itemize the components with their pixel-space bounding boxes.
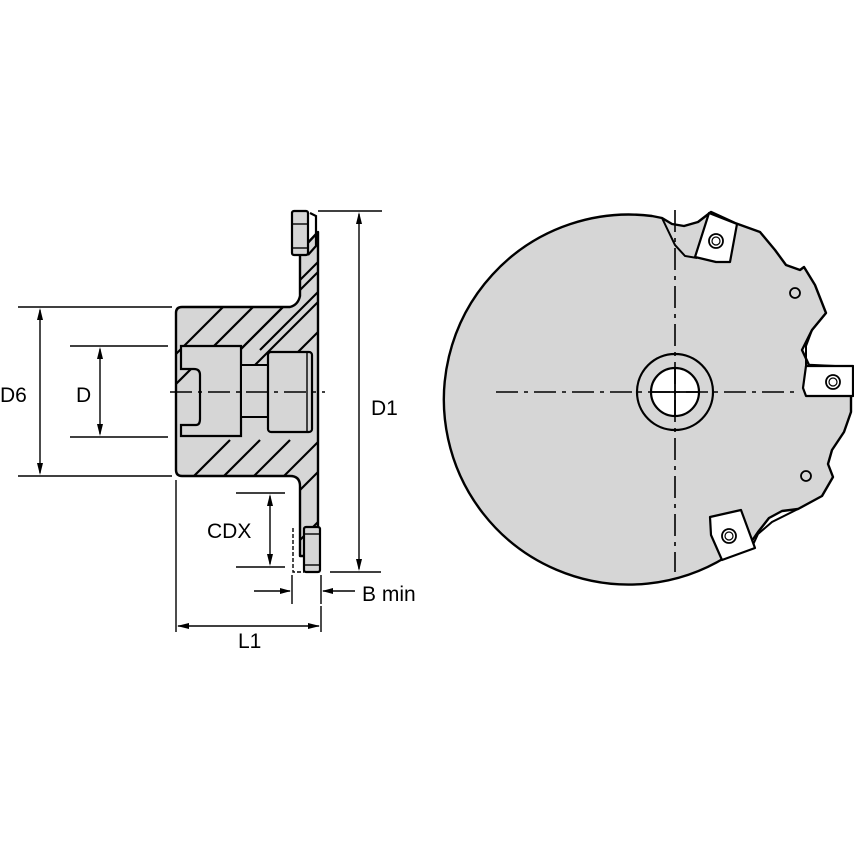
coolant-hole-upper — [789, 287, 801, 299]
gullet-bottom — [751, 508, 799, 548]
dim-cdx: CDX — [207, 492, 285, 568]
label-d: D — [76, 384, 91, 407]
label-cdx: CDX — [207, 520, 251, 543]
front-insert-top — [693, 211, 739, 264]
dim-d: D — [70, 345, 168, 438]
front-insert-right — [801, 364, 854, 398]
side-view: D6 D D1 CDX — [0, 209, 416, 653]
bore-neck — [240, 364, 269, 418]
dim-l1: L1 — [175, 480, 322, 653]
dim-b-min: B min — [254, 575, 416, 606]
front-insert-bottom — [708, 508, 757, 562]
label-d6: D6 — [0, 384, 27, 407]
label-d1: D1 — [371, 397, 398, 420]
label-l1: L1 — [238, 630, 261, 653]
front-view — [442, 210, 854, 586]
gullet-top — [661, 217, 698, 259]
dim-d1: D1 — [318, 210, 398, 573]
coolant-hole-lower — [800, 470, 812, 482]
insert-screw-icon — [825, 374, 841, 390]
insert-screw-icon — [721, 528, 737, 544]
top-insert — [290, 209, 318, 257]
gullet-right — [805, 312, 827, 366]
label-b-min: B min — [362, 583, 416, 606]
insert-screw-icon — [708, 233, 724, 249]
bottom-insert — [292, 525, 322, 574]
bore-cavity — [179, 344, 243, 438]
dim-d6: D6 — [0, 306, 172, 477]
